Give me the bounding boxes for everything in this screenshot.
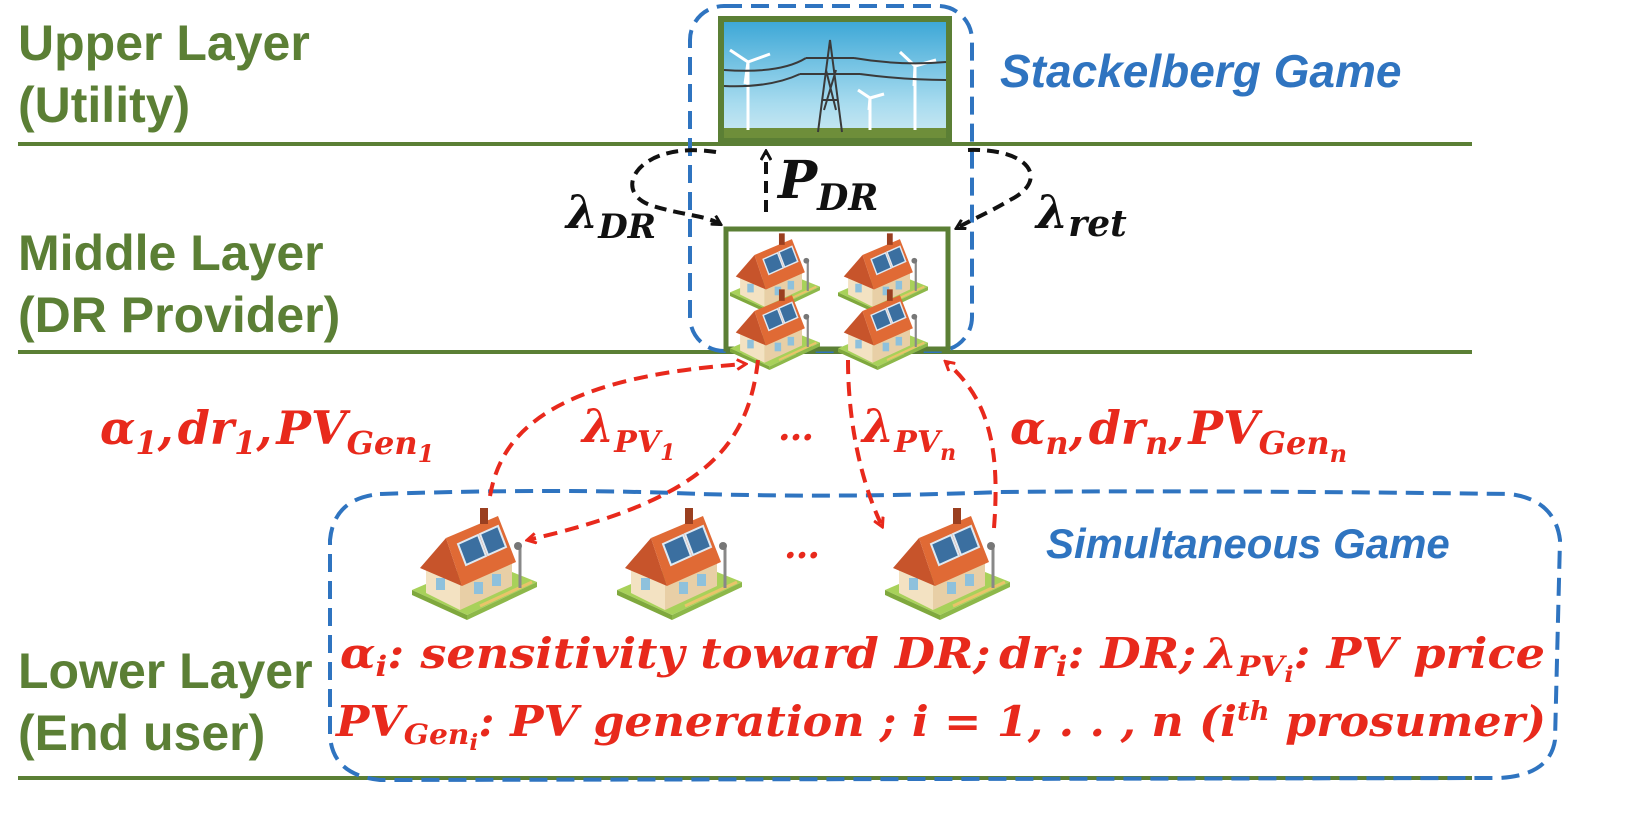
lambda-pvn-label: λPVn — [860, 399, 956, 466]
simultaneous-game-label: Simultaneous Game — [1046, 520, 1450, 567]
lambda-ret-label: λret — [1034, 185, 1127, 245]
solar-house-icon — [883, 506, 1012, 622]
provider-to-prosumer1-arrow — [528, 359, 760, 540]
lambda-dr-arrow — [630, 148, 720, 224]
middle-layer-label: Middle Layer (DR Provider) — [18, 222, 340, 346]
stackelberg-game-label: Stackelberg Game — [1000, 45, 1402, 97]
lower-layer-label: Lower Layer (End user) — [18, 640, 313, 764]
middle-ellipsis: … — [778, 407, 814, 449]
provider-to-prosumern-arrow — [846, 359, 882, 526]
houses-ellipsis: … — [784, 525, 820, 567]
solar-house-icon — [410, 506, 539, 622]
p-dr-label: PDR — [776, 150, 878, 219]
simultaneous-game-boundary — [328, 489, 1563, 783]
lower-layer-role: (End user) — [18, 705, 266, 761]
house-grid-image — [723, 226, 951, 372]
lambda-dr-label: λDR — [564, 185, 656, 247]
middle-layer-role: (DR Provider) — [18, 287, 341, 343]
wind-turbine-grid-image — [718, 16, 952, 144]
upper-layer-label: Upper Layer (Utility) — [18, 12, 310, 136]
upper-layer-role: (Utility) — [18, 77, 191, 133]
lambda-ret-arrow — [957, 147, 1033, 228]
middle-layer-title: Middle Layer — [18, 225, 324, 281]
lambda-pv1-label: λPV1 — [580, 399, 675, 466]
prosumer1-params-label: α1,dr1,PVGen1 — [100, 401, 434, 468]
lower-layer-title: Lower Layer — [18, 643, 313, 699]
prosumern-params-label: αn,drn,PVGenn — [1010, 401, 1347, 468]
prosumer1-to-provider-arrow — [488, 364, 745, 497]
prosumern-to-provider-arrow — [946, 362, 998, 529]
solar-house-icon — [615, 506, 744, 622]
upper-layer-title: Upper Layer — [18, 15, 310, 71]
